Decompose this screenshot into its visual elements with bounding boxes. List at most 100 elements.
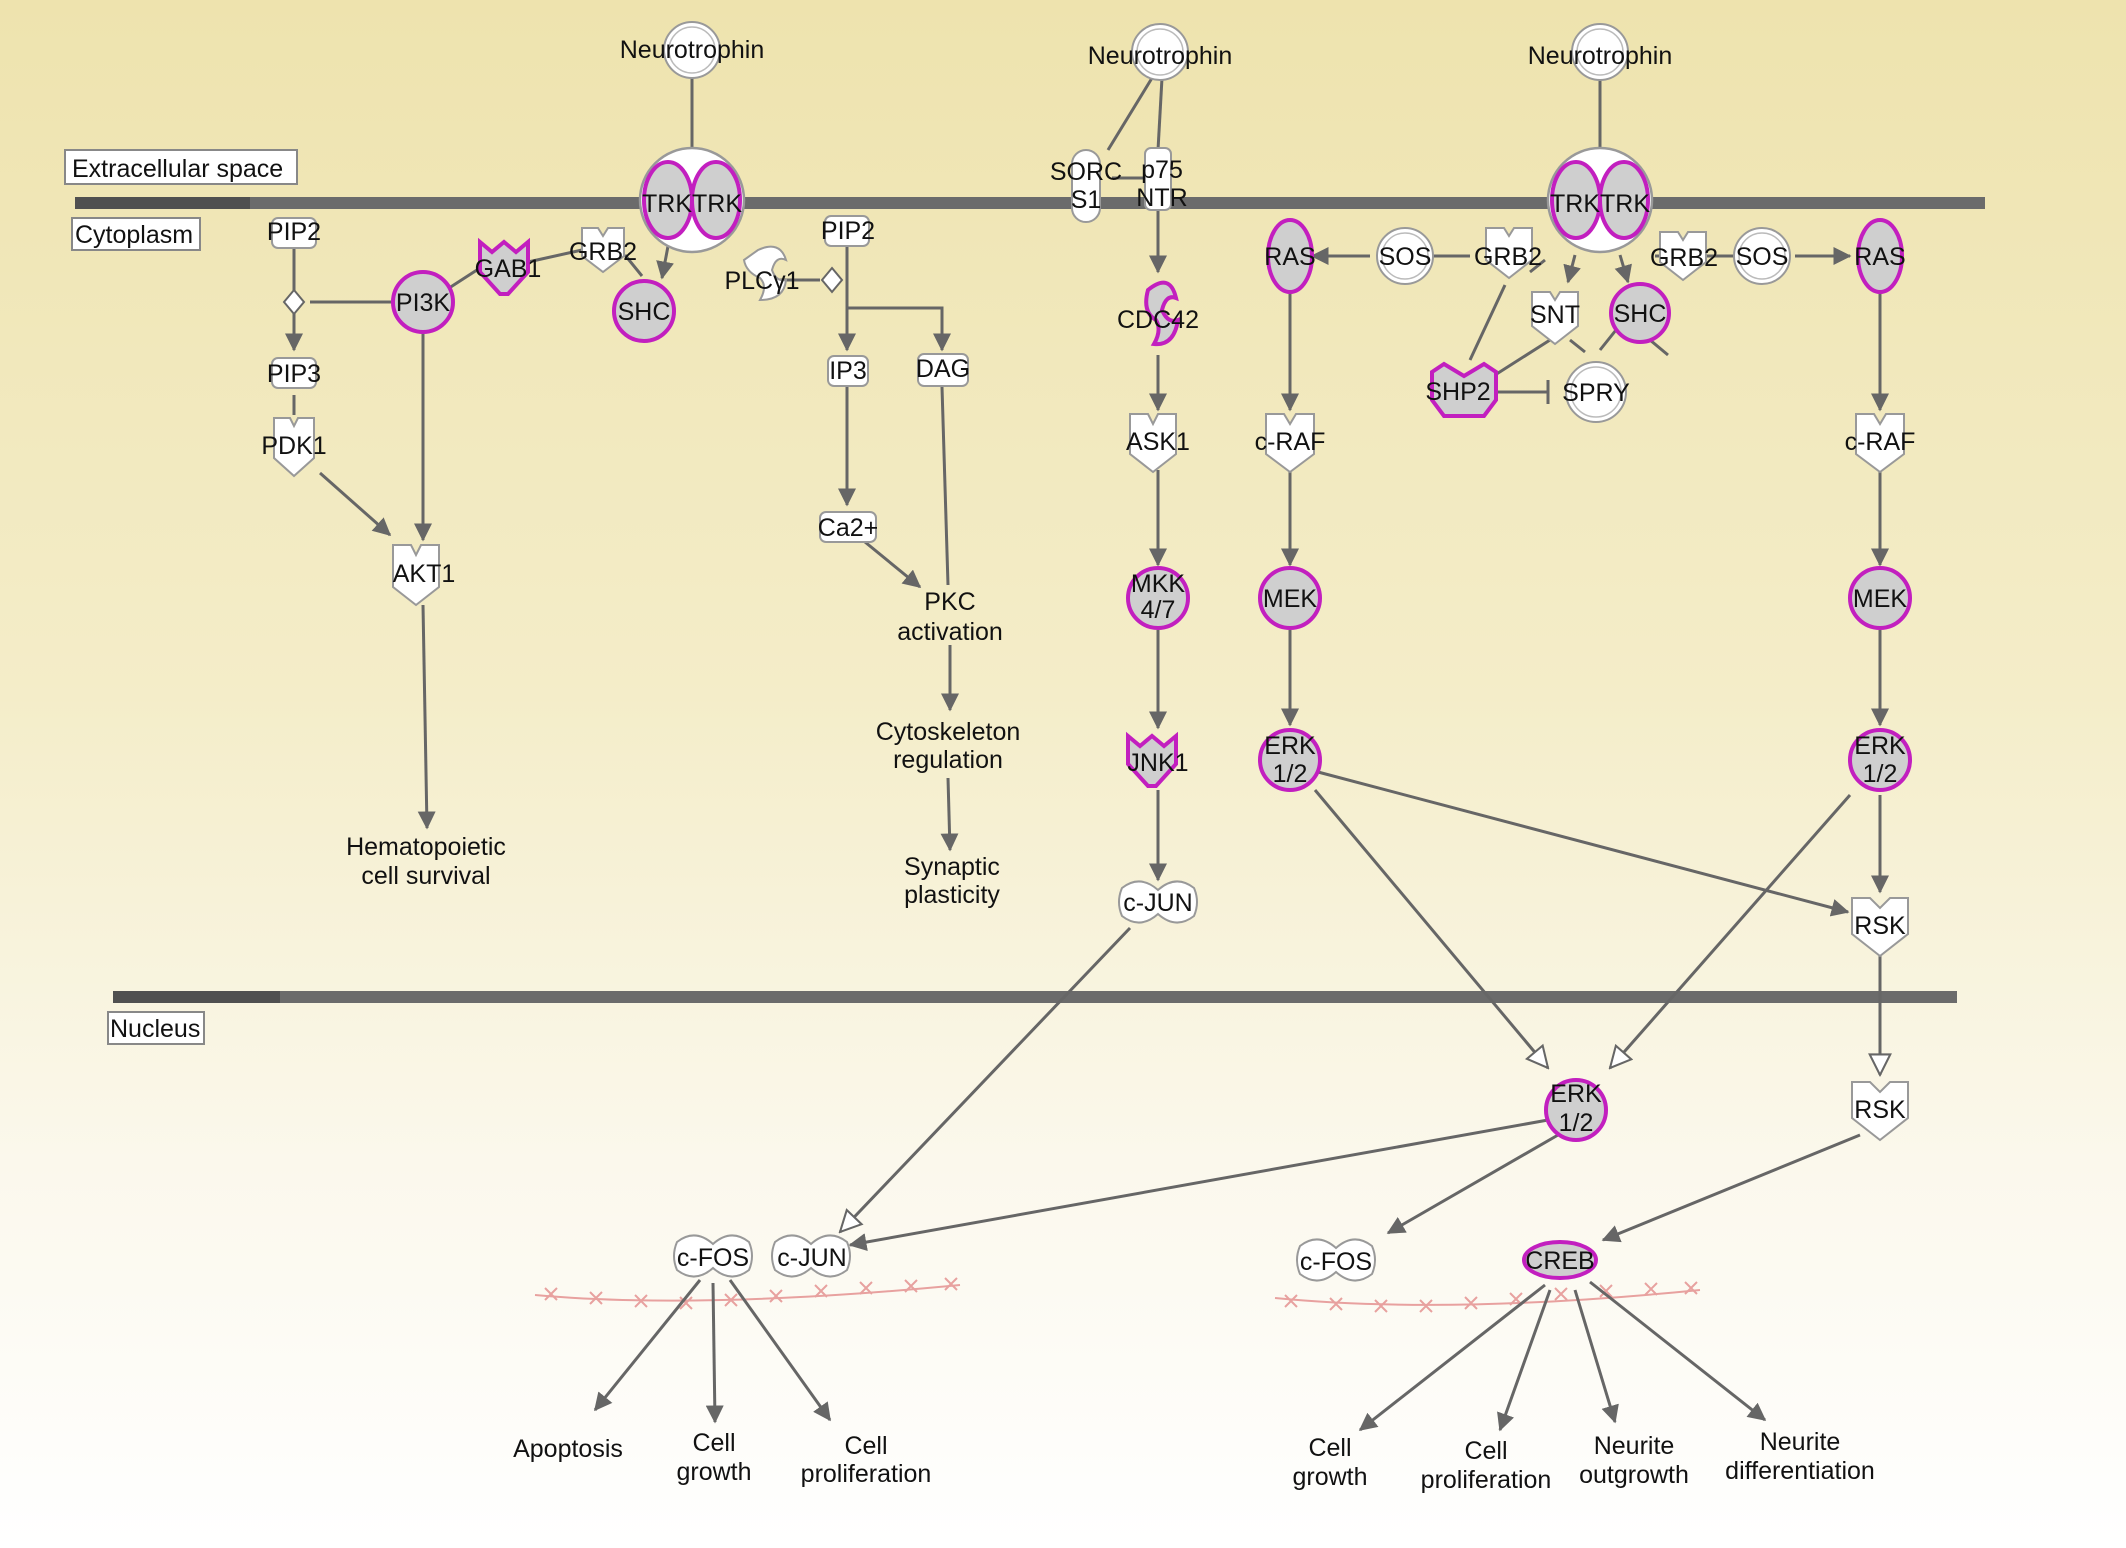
node-ip3[interactable]: IP3 <box>827 355 869 387</box>
node-craf-right[interactable]: c-RAF <box>1845 413 1916 474</box>
outcome-neurite-differentiation-label-a: Neurite <box>1760 1428 1841 1456</box>
node-craf-right-label: c-RAF <box>1845 428 1916 456</box>
node-mek-right-label: MEK <box>1853 585 1908 613</box>
node-neurotrophin-2[interactable]: Neurotrophin <box>1088 23 1233 81</box>
node-grb2-right-a[interactable]: GRB2 <box>1474 227 1542 280</box>
node-ras-right[interactable]: RAS <box>1854 218 1906 294</box>
outcome-cell-growth-right[interactable]: Cell growth <box>1292 1434 1367 1491</box>
node-mkk47-label-b: 4/7 <box>1141 596 1176 624</box>
node-erk12-right[interactable]: ERK 1/2 <box>1848 728 1912 792</box>
node-jnk1-label: JNK1 <box>1127 749 1188 777</box>
node-trk-receptor-2-label: TRKTRK <box>1550 190 1650 218</box>
outcome-neurite-differentiation[interactable]: Neurite differentiation <box>1725 1428 1875 1485</box>
node-hematopoietic-cell-survival[interactable]: Hematopoietic cell survival <box>346 833 506 890</box>
outcome-neurite-differentiation-label-b: differentiation <box>1725 1457 1875 1485</box>
node-sos-left-label: SOS <box>1379 243 1432 271</box>
node-neurotrophin-3-label: Neurotrophin <box>1528 42 1673 70</box>
outcome-cell-proliferation-right[interactable]: Cell proliferation <box>1421 1437 1552 1494</box>
node-grb2-left[interactable]: GRB2 <box>569 227 637 274</box>
outcome-cell-growth-left-label-a: Cell <box>692 1429 735 1457</box>
outcome-neurite-outgrowth[interactable]: Neurite outgrowth <box>1579 1432 1689 1489</box>
node-cytoskeleton-regulation-label-b: regulation <box>893 746 1003 774</box>
node-ras-right-label: RAS <box>1854 243 1905 271</box>
outcome-cell-proliferation-left-label-a: Cell <box>844 1432 887 1460</box>
node-cytoskeleton-regulation[interactable]: Cytoskeleton regulation <box>876 718 1021 774</box>
node-sos-right[interactable]: SOS <box>1733 227 1791 285</box>
node-gab1[interactable]: GAB1 <box>475 237 542 296</box>
node-spry[interactable]: SPRY <box>1562 361 1630 423</box>
node-erk12-left-label-b: 1/2 <box>1273 760 1308 788</box>
node-ip3-label: IP3 <box>829 357 867 385</box>
node-shp2[interactable]: SHP2 <box>1425 361 1498 418</box>
node-dag[interactable]: DAG <box>916 353 970 387</box>
node-ask1[interactable]: ASK1 <box>1126 413 1190 474</box>
node-shc-left[interactable]: SHC <box>612 279 676 343</box>
outcome-cell-proliferation-right-label-a: Cell <box>1464 1437 1507 1465</box>
node-pip2-left[interactable]: PIP2 <box>267 217 321 249</box>
node-neurotrophin-1-label: Neurotrophin <box>620 36 765 64</box>
node-mkk47[interactable]: MKK 4/7 <box>1126 566 1190 630</box>
node-ras-left[interactable]: RAS <box>1264 218 1316 294</box>
outcome-cell-growth-left-label-b: growth <box>676 1458 751 1486</box>
node-sorcs1[interactable]: SORC S1 <box>1050 149 1122 223</box>
node-akt1[interactable]: AKT1 <box>392 544 456 607</box>
node-erk12-nucleus[interactable]: ERK 1/2 <box>1544 1078 1608 1142</box>
node-plcy1[interactable]: PLCγ1 <box>724 245 800 302</box>
node-ras-left-label: RAS <box>1264 243 1315 271</box>
node-cjun-cytoplasm[interactable]: c-JUN <box>1118 880 1198 924</box>
node-cfos-right-label: c-FOS <box>1300 1248 1372 1276</box>
outcome-apoptosis[interactable]: Apoptosis <box>513 1435 623 1463</box>
node-erk12-left[interactable]: ERK 1/2 <box>1258 728 1322 792</box>
node-cdc42[interactable]: CDC42 <box>1117 280 1199 347</box>
node-pkc-activation[interactable]: PKC activation <box>897 588 1003 646</box>
node-pi3k-label: PI3K <box>396 289 451 317</box>
node-cjun-cytoplasm-label: c-JUN <box>1123 889 1192 917</box>
node-mek-left[interactable]: MEK <box>1258 566 1322 630</box>
outcome-cell-growth-left[interactable]: Cell growth <box>676 1429 751 1486</box>
outcome-neurite-outgrowth-label-b: outgrowth <box>1579 1461 1689 1489</box>
node-trk-receptor-2[interactable]: TRKTRK <box>1546 146 1654 254</box>
node-jnk1[interactable]: JNK1 <box>1126 731 1189 788</box>
outcome-cell-proliferation-left[interactable]: Cell proliferation <box>801 1432 932 1488</box>
node-shp2-label: SHP2 <box>1425 378 1490 406</box>
outcome-apoptosis-label: Apoptosis <box>513 1435 623 1463</box>
node-snt-label: SNT <box>1530 301 1580 329</box>
node-grb2-right-b-label: GRB2 <box>1650 244 1718 272</box>
node-neurotrophin-3[interactable]: Neurotrophin <box>1528 23 1673 81</box>
node-pip2-left-label: PIP2 <box>267 218 321 246</box>
node-cfos-complex[interactable]: c-FOS <box>673 1234 753 1278</box>
node-neurotrophin-1[interactable]: Neurotrophin <box>620 21 765 79</box>
node-creb[interactable]: CREB <box>1522 1240 1598 1280</box>
node-grb2-right-b[interactable]: GRB2 <box>1650 231 1718 282</box>
node-spry-label: SPRY <box>1562 379 1630 407</box>
node-synaptic-plasticity[interactable]: Synaptic plasticity <box>904 853 1000 909</box>
node-pdk1[interactable]: PDK1 <box>261 417 327 478</box>
outcome-cell-growth-right-label-a: Cell <box>1308 1434 1351 1462</box>
node-p75ntr[interactable]: p75 NTR <box>1136 147 1188 212</box>
node-ca2-label: Ca2+ <box>818 514 878 542</box>
node-pip3[interactable]: PIP3 <box>267 357 321 389</box>
node-cfos-right[interactable]: c-FOS <box>1296 1238 1376 1282</box>
node-rsk-nucleus-label: RSK <box>1854 1096 1906 1124</box>
compartment-label-nucleus: Nucleus <box>107 1011 205 1045</box>
node-cfos-complex-label: c-FOS <box>677 1244 749 1272</box>
node-akt1-label: AKT1 <box>393 560 456 588</box>
dna-strand-right <box>1274 1281 1701 1313</box>
node-rsk-cytoplasm[interactable]: RSK <box>1851 897 1909 958</box>
node-shc-right[interactable]: SHC <box>1609 282 1671 344</box>
node-ca2[interactable]: Ca2+ <box>818 511 878 543</box>
node-cjun-complex-label: c-JUN <box>777 1244 846 1272</box>
node-pip2-right[interactable]: PIP2 <box>821 215 875 247</box>
node-creb-label: CREB <box>1525 1247 1594 1275</box>
node-cjun-complex[interactable]: c-JUN <box>771 1234 851 1278</box>
node-synaptic-plasticity-label-b: plasticity <box>904 881 1000 909</box>
node-sos-left[interactable]: SOS <box>1376 227 1434 285</box>
node-trk-receptor-1[interactable]: TRKTRK <box>638 146 746 254</box>
node-rsk-nucleus[interactable]: RSK <box>1851 1081 1909 1142</box>
node-snt[interactable]: SNT <box>1530 291 1580 346</box>
node-neurotrophin-2-label: Neurotrophin <box>1088 42 1233 70</box>
node-erk12-left-label-a: ERK <box>1264 732 1316 760</box>
node-pi3k[interactable]: PI3K <box>391 270 455 334</box>
node-craf-left[interactable]: c-RAF <box>1255 413 1326 474</box>
node-mek-right[interactable]: MEK <box>1848 566 1912 630</box>
